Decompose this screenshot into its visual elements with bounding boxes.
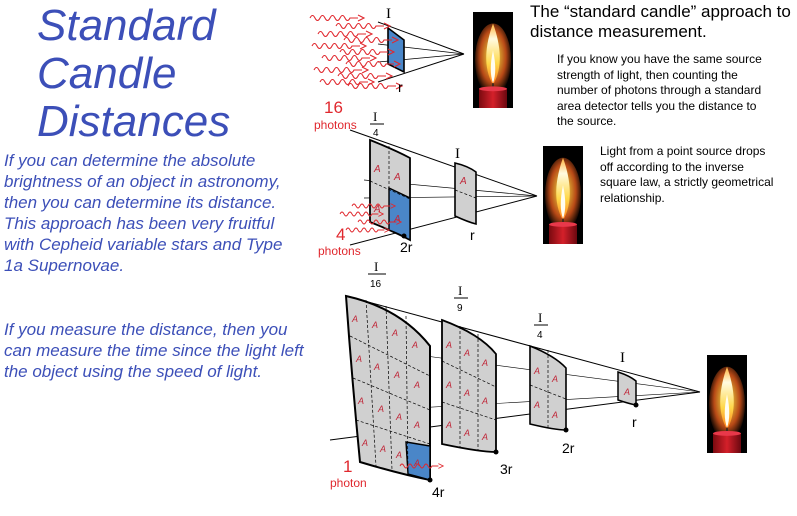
svg-text:A: A	[463, 428, 470, 438]
distance-label-2-far: 2r	[400, 239, 413, 255]
intensity-label-3-3r-den: 9	[457, 303, 463, 314]
svg-text:A: A	[355, 354, 362, 364]
intro-paragraph-2: If you measure the distance, then you ca…	[4, 320, 304, 381]
title-line-3: Distances	[37, 97, 231, 146]
distance-label-3-2r: 2r	[562, 440, 575, 456]
svg-text:A: A	[371, 320, 378, 330]
section-heading: The “standard candle” approach to distan…	[530, 2, 791, 41]
intensity-label-2-near: I	[455, 146, 460, 162]
distance-label-3-4r: 4r	[432, 484, 445, 500]
svg-text:A: A	[391, 328, 398, 338]
intensity-label-3-4r-num: I	[374, 259, 378, 274]
page-title: Standard Candle Distances	[37, 2, 277, 146]
svg-text:A: A	[373, 362, 380, 372]
diagram-3: A A A A A A A A A A A A A A A A A	[329, 259, 701, 500]
svg-text:A: A	[445, 380, 452, 390]
svg-text:A: A	[623, 387, 630, 397]
intro-paragraph-1: If you can determine the absolute bright…	[4, 151, 283, 275]
intensity-label-3-3r-num: I	[458, 283, 462, 298]
photon-count-3: 1	[343, 457, 352, 476]
intensity-label-2-far-den: 4	[373, 128, 379, 139]
svg-text:A: A	[459, 176, 467, 187]
note-inverse-square: Light from a point source drops off acco…	[600, 144, 774, 205]
note-photon-counting: If you know you have the same source str…	[557, 52, 762, 128]
svg-text:A: A	[533, 366, 540, 376]
svg-text:A: A	[533, 400, 540, 410]
svg-text:A: A	[481, 396, 488, 406]
svg-text:A: A	[373, 164, 381, 175]
svg-text:A: A	[395, 412, 402, 422]
svg-text:A: A	[393, 172, 401, 183]
svg-text:A: A	[445, 340, 452, 350]
distance-label-3-3r: 3r	[500, 461, 513, 477]
svg-text:A: A	[413, 380, 420, 390]
svg-text:A: A	[393, 370, 400, 380]
svg-text:A: A	[481, 432, 488, 442]
photon-unit-2: photons	[318, 244, 361, 258]
title-line-1: Standard	[37, 1, 216, 50]
distance-label-3-r: r	[632, 414, 637, 430]
svg-text:A: A	[413, 458, 420, 468]
title-line-2: Candle	[37, 49, 177, 98]
distance-label-2-near: r	[470, 227, 475, 243]
diagram-1: I r 16 photons	[309, 6, 465, 132]
photon-unit-1: photons	[314, 118, 357, 132]
candle-image-3	[706, 354, 748, 454]
distance-label-1: r	[398, 79, 403, 95]
candle-image-2	[542, 145, 584, 245]
photon-count-1: 16	[324, 98, 343, 117]
intensity-label-1: I	[386, 6, 391, 22]
svg-text:A: A	[445, 420, 452, 430]
svg-text:A: A	[463, 388, 470, 398]
svg-text:A: A	[373, 204, 381, 215]
intensity-label-3-2r-den: 4	[537, 330, 543, 341]
intensity-label-3-r: I	[620, 350, 625, 366]
intensity-label-3-4r-den: 16	[370, 279, 382, 290]
svg-text:A: A	[481, 358, 488, 368]
candle-image-1	[472, 11, 514, 109]
svg-text:A: A	[395, 450, 402, 460]
svg-text:A: A	[351, 314, 358, 324]
intensity-label-2-far-num: I	[373, 109, 377, 124]
intensity-label-3-2r-num: I	[538, 310, 542, 325]
svg-text:A: A	[361, 438, 368, 448]
photon-unit-3: photon	[330, 476, 367, 490]
svg-text:A: A	[413, 420, 420, 430]
photon-count-2: 4	[336, 225, 345, 244]
svg-text:A: A	[551, 410, 558, 420]
svg-text:A: A	[379, 444, 386, 454]
svg-text:A: A	[377, 404, 384, 414]
svg-text:A: A	[551, 374, 558, 384]
svg-text:A: A	[411, 340, 418, 350]
svg-text:A: A	[357, 396, 364, 406]
svg-text:A: A	[463, 348, 470, 358]
diagram-2: A A A A A I r I 4 2r 4 photons	[318, 109, 538, 258]
